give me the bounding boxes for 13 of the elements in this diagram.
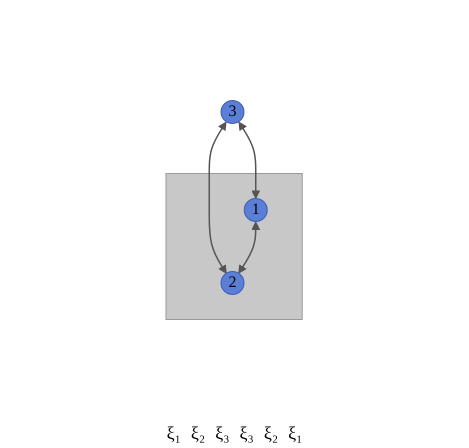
axis-label: ξ₂: [190, 423, 206, 444]
axis-label: ξ₃: [215, 423, 230, 444]
axis-label: ξ₁: [166, 423, 181, 444]
axis-label: ξ₁: [288, 423, 302, 444]
node-circle: 2: [220, 270, 245, 295]
arrow: [238, 121, 261, 199]
node-circle: 1: [244, 198, 268, 222]
arrow: [208, 121, 228, 274]
axis-label: ξ₃: [240, 423, 254, 444]
node-circle: 3: [220, 100, 245, 124]
cluster: [166, 172, 304, 320]
arrow: [238, 221, 261, 274]
axis-label: ξ₂: [264, 423, 278, 444]
